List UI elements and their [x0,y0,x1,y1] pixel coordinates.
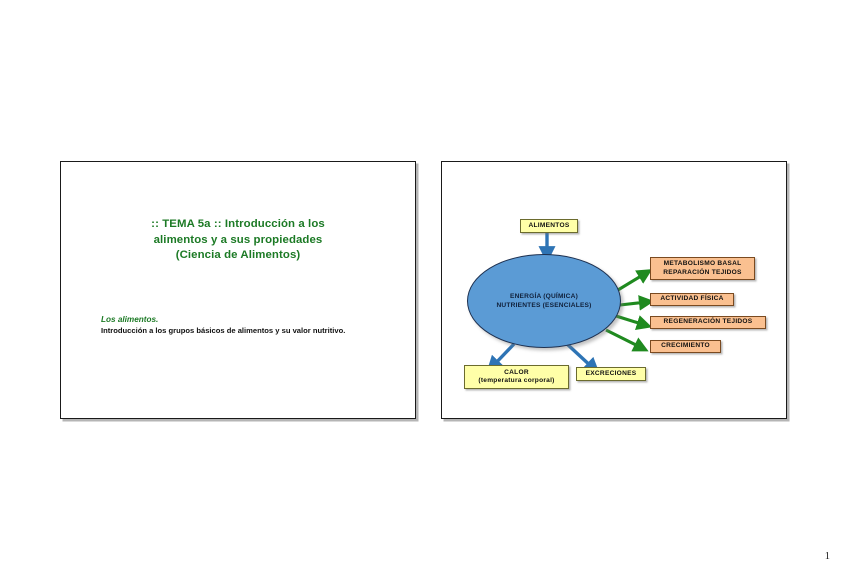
slide-title-heading: :: TEMA 5a :: Introducción a los aliment… [61,217,415,264]
subtitle-text: Introducción a los grupos básicos de ali… [101,326,346,335]
arrow-center-to-actividad [619,295,655,311]
node-metabolismo-line-1: METABOLISMO BASAL [663,260,742,268]
energy-flow-diagram: ALIMENTOS ENERGÍA (QUÍMICA) NUTRIENTES (… [442,162,786,418]
node-regeneracion-tejidos: REGENERACIÓN TEJIDOS [650,316,766,329]
node-energia-nutrientes: ENERGÍA (QUÍMICA) NUTRIENTES (ESENCIALES… [467,254,621,348]
node-actividad-label: ACTIVIDAD FÍSICA [660,295,724,303]
title-line-1: :: TEMA 5a :: Introducción a los [151,218,325,230]
node-crecimiento: CRECIMIENTO [650,340,721,353]
node-calor-line-1: CALOR [504,368,529,376]
slide-title: :: TEMA 5a :: Introducción a los aliment… [60,161,416,419]
node-metabolismo-basal: METABOLISMO BASAL REPARACIÓN TEJIDOS [650,257,755,280]
node-actividad-fisica: ACTIVIDAD FÍSICA [650,293,734,306]
node-alimentos: ALIMENTOS [520,219,578,233]
node-excreciones-label: EXCRECIONES [585,369,637,377]
node-excreciones: EXCRECIONES [576,367,646,381]
node-regeneracion-label: REGENERACIÓN TEJIDOS [663,318,753,326]
node-alimentos-label: ALIMENTOS [528,221,570,229]
node-energia-line-2: NUTRIENTES (ESENCIALES) [496,302,592,309]
subtitle-heading: Los alimentos. [101,315,159,324]
node-energia-line-1: ENERGÍA (QUÍMICA) [510,293,578,300]
slide-diagram: ALIMENTOS ENERGÍA (QUÍMICA) NUTRIENTES (… [441,161,787,419]
title-line-3: (Ciencia de Alimentos) [175,249,301,261]
node-metabolismo-line-2: REPARACIÓN TEJIDOS [663,268,742,276]
node-calor: CALOR (temperatura corporal) [464,365,569,389]
node-calor-line-2: (temperatura corporal) [478,377,555,384]
slide-subtitle-block: Los alimentos. Introducción a los grupos… [101,314,403,336]
arrow-center-to-regeneracion [615,314,653,331]
arrow-center-to-calor [486,342,516,373]
node-crecimiento-label: CRECIMIENTO [661,342,710,350]
page-number: 1 [824,551,830,562]
arrow-center-to-crecimiento [605,328,649,352]
title-line-2: alimentos y a sus propiedades [153,233,323,246]
arrow-center-to-excreciones [565,342,600,375]
